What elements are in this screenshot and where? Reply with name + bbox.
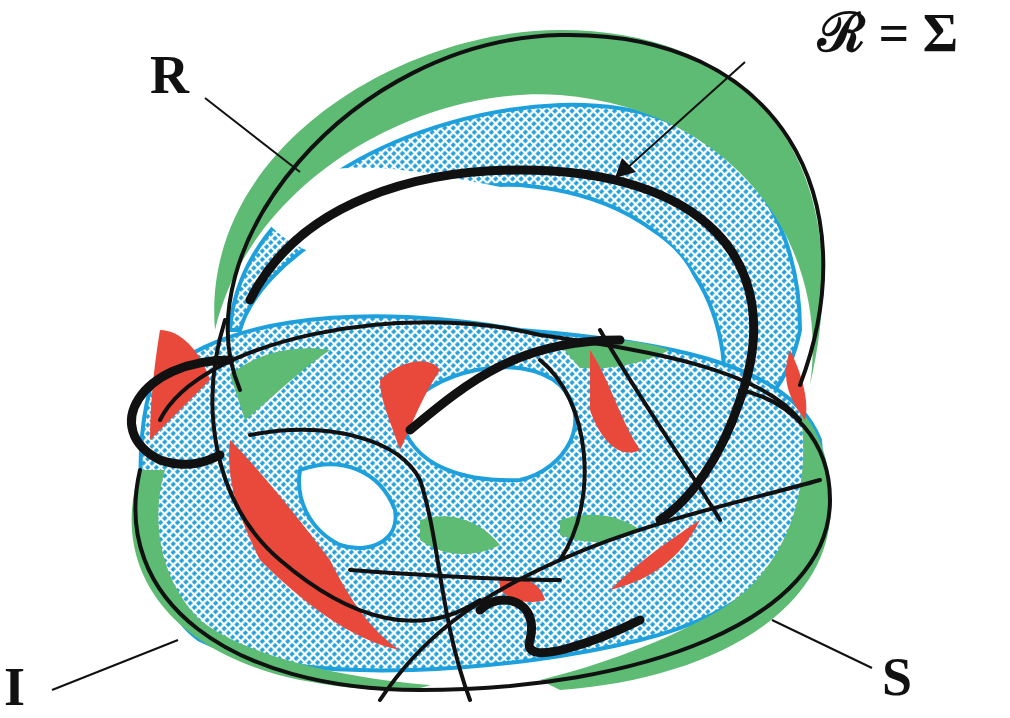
part-label: I bbox=[4, 660, 25, 714]
part-label: R bbox=[150, 48, 189, 102]
knot-strands bbox=[131, 35, 830, 700]
part-label: S bbox=[882, 650, 912, 704]
green-bands bbox=[132, 30, 831, 690]
leader-lines bbox=[52, 62, 872, 690]
surface-label: ℛ = Σ bbox=[818, 6, 958, 60]
hatched-surface bbox=[141, 105, 821, 671]
